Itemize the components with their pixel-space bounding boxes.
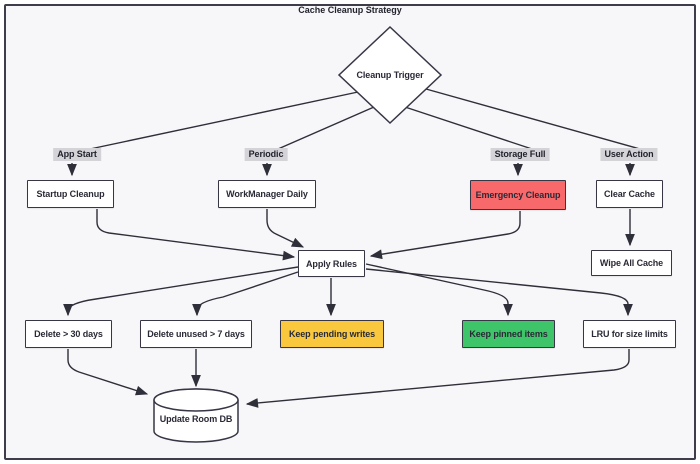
- edge-emergency-applyrules: [369, 211, 521, 260]
- node-wipe-all-cache: Wipe All Cache: [591, 250, 672, 276]
- node-update-room-db: Update Room DB: [159, 414, 233, 424]
- node-lru-size-limits: LRU for size limits: [583, 320, 676, 348]
- node-delete-unused-7-days: Delete unused > 7 days: [140, 320, 252, 348]
- edge-label-storage-full: Storage Full: [490, 148, 550, 161]
- edge-label-user-action: User Action: [600, 148, 658, 161]
- edge-applyrules-delete7: [192, 271, 299, 317]
- edges: [63, 88, 641, 408]
- cylinder-shape: [153, 388, 239, 443]
- edge-workmanager-applyrules: [266, 209, 305, 248]
- edge-label-periodic: Periodic: [244, 148, 288, 161]
- edge-applyrules-lru: [365, 268, 633, 317]
- edge-startup-applyrules: [96, 209, 296, 261]
- diamond-shape: [337, 25, 443, 125]
- node-emergency-cleanup: Emergency Cleanup: [470, 180, 566, 210]
- node-workmanager-daily: WorkManager Daily: [218, 180, 316, 208]
- node-startup-cleanup: Startup Cleanup: [27, 180, 114, 208]
- edge-trigger-storagefull: [404, 106, 533, 150]
- edge-trigger-appstart: [89, 91, 359, 150]
- node-clear-cache: Clear Cache: [596, 180, 663, 208]
- node-apply-rules: Apply Rules: [298, 250, 365, 277]
- edge-lru-roomdb: [245, 349, 630, 408]
- edge-trigger-periodic: [277, 106, 375, 150]
- edge-label-app-start: App Start: [53, 148, 101, 161]
- edge-applyrules-delete30: [63, 266, 299, 317]
- node-keep-pinned-items: Keep pinned items: [462, 320, 555, 348]
- diagram-title: Cache Cleanup Strategy: [298, 5, 402, 15]
- node-delete-30-days: Delete > 30 days: [25, 320, 112, 348]
- node-keep-pending-writes: Keep pending writes: [280, 320, 384, 348]
- edge-delete30-roomdb: [67, 349, 149, 396]
- node-cleanup-trigger: Cleanup Trigger: [356, 70, 424, 80]
- edge-applyrules-pinned: [365, 263, 513, 317]
- edge-trigger-useraction: [425, 88, 641, 150]
